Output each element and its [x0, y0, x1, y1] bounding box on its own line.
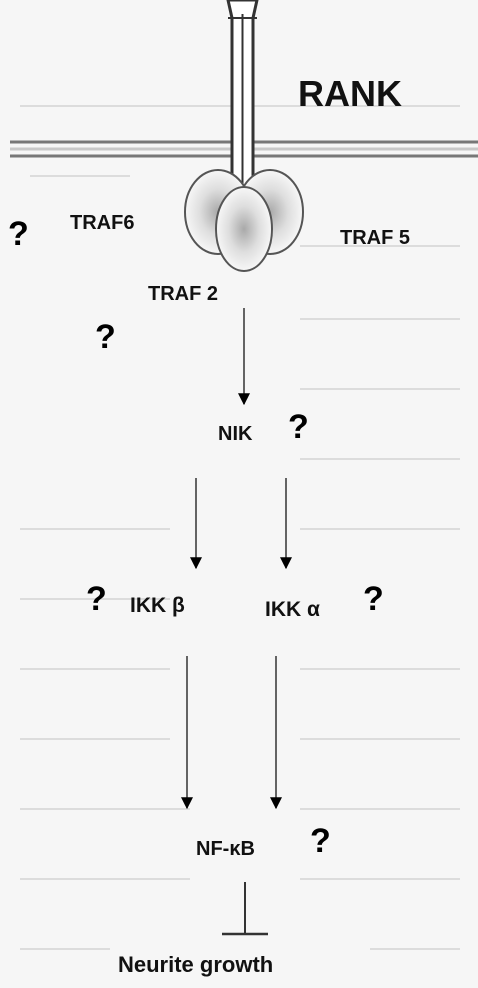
question-mark-ikk-alpha: ? — [363, 580, 384, 618]
neurite-growth-label: Neurite growth — [118, 952, 274, 977]
inhibition-symbol — [222, 882, 268, 936]
question-mark-nfkb: ? — [310, 822, 331, 860]
traf5-label: TRAF 5 — [340, 227, 410, 249]
traf-complex — [184, 169, 304, 272]
rank-label: RANK — [298, 73, 402, 114]
question-mark-traf2: ? — [95, 318, 116, 356]
traf2-blob — [215, 186, 273, 272]
ikk-alpha-label: IKK α — [265, 598, 320, 621]
traf2-label: TRAF 2 — [148, 283, 218, 305]
question-mark-traf6: ? — [8, 215, 29, 253]
question-mark-nik: ? — [288, 408, 309, 446]
question-mark-ikk-beta: ? — [86, 580, 107, 618]
nfkb-label: NF-κB — [196, 838, 255, 860]
traf6-label: TRAF6 — [70, 212, 135, 234]
ikk-beta-label: IKK β — [130, 594, 185, 617]
nik-label: NIK — [218, 423, 253, 445]
